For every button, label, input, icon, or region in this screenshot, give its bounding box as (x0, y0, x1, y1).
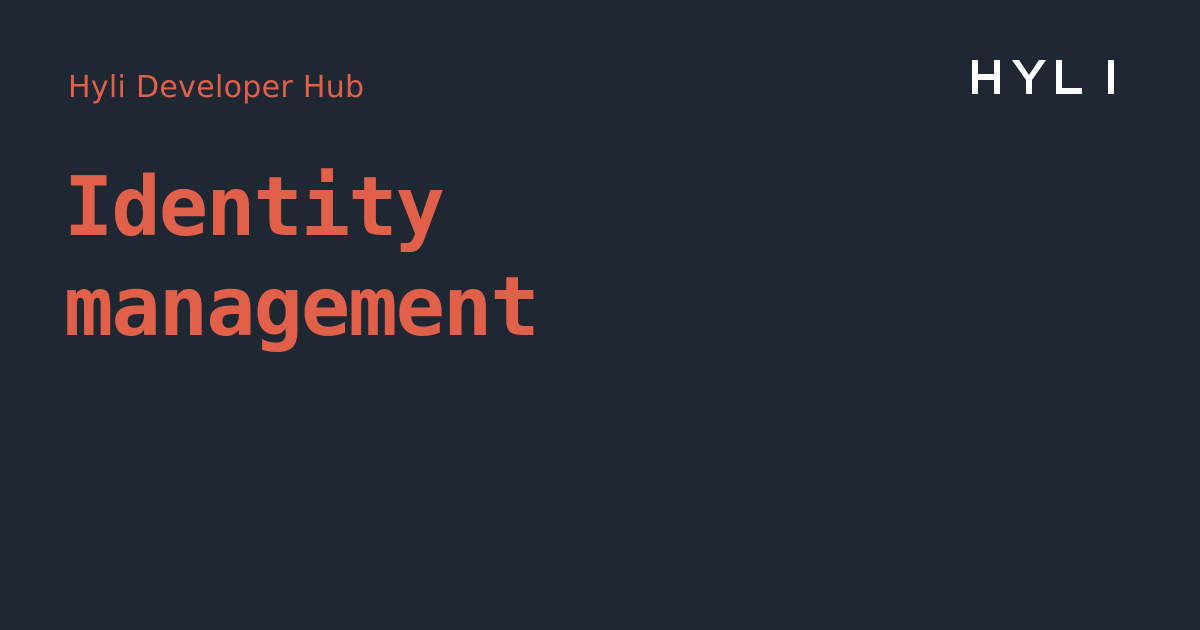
site-label: Hyli Developer Hub (68, 70, 365, 105)
title-line-2: management (64, 260, 540, 355)
hyli-logo: HYLI (968, 58, 1118, 96)
page-title: Identity management (64, 158, 540, 358)
title-line-1: Identity (64, 160, 445, 255)
logo-text: HYLI (968, 96, 969, 97)
